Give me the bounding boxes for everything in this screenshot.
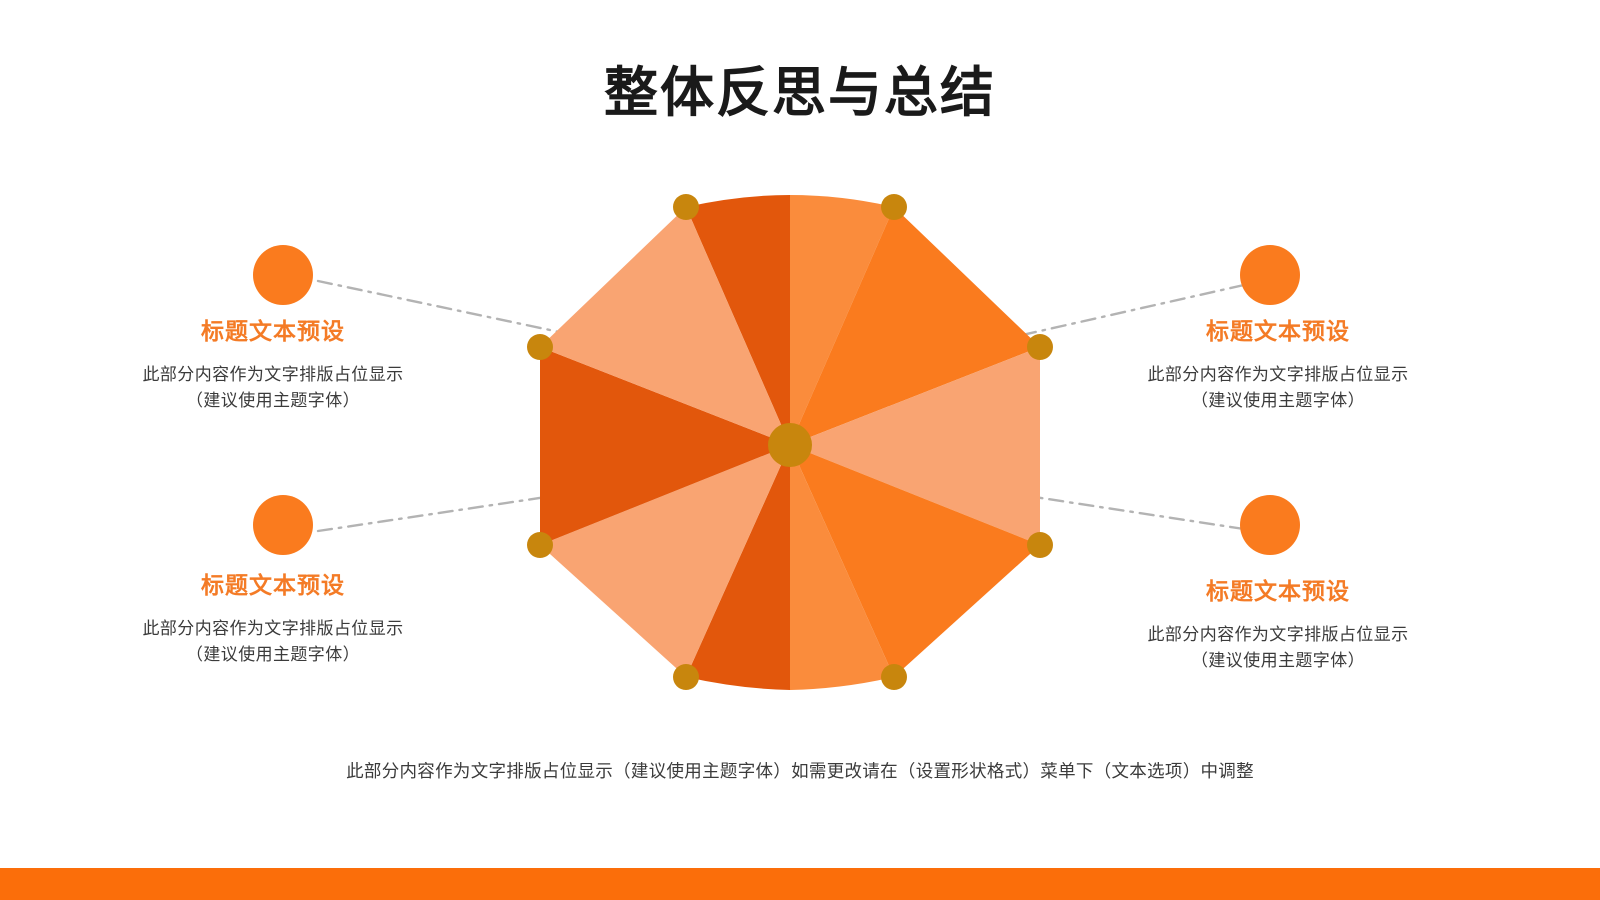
- umbrella-panel-4: [790, 347, 1040, 545]
- block-body: 此部分内容作为文字排版占位显示 （建议使用主题字体）: [1063, 622, 1493, 675]
- text-block-bottom-left: 标题文本预设 此部分内容作为文字排版占位显示 （建议使用主题字体）: [58, 572, 488, 668]
- text-block-bottom-right: 标题文本预设 此部分内容作为文字排版占位显示 （建议使用主题字体）: [1063, 578, 1493, 674]
- block-body: 此部分内容作为文字排版占位显示 （建议使用主题字体）: [58, 616, 488, 669]
- block-heading: 标题文本预设: [1206, 318, 1350, 344]
- umbrella-panels: [540, 195, 1040, 690]
- umbrella-panel-6: [790, 445, 894, 690]
- umbrella-panel-7: [686, 445, 790, 690]
- footer-accent-bar: [0, 868, 1600, 900]
- umbrella-panel-9: [540, 347, 790, 545]
- block-body-line-2: （建议使用主题字体）: [1191, 390, 1365, 410]
- block-heading: 标题文本预设: [1206, 578, 1350, 604]
- rib-tip-8: [527, 334, 553, 360]
- page-title: 整体反思与总结: [604, 63, 996, 123]
- text-block-top-right: 标题文本预设 此部分内容作为文字排版占位显示 （建议使用主题字体）: [1063, 318, 1493, 414]
- bullet-dot-bottom-right[interactable]: [1240, 495, 1300, 555]
- rib-tip-4: [1027, 532, 1053, 558]
- block-body-line-1: 此部分内容作为文字排版占位显示: [142, 364, 404, 384]
- block-body: 此部分内容作为文字排版占位显示 （建议使用主题字体）: [1063, 362, 1493, 415]
- block-body-line-1: 此部分内容作为文字排版占位显示: [1147, 624, 1409, 644]
- umbrella-center-hub: [768, 423, 812, 467]
- block-body-line-1: 此部分内容作为文字排版占位显示: [1147, 364, 1409, 384]
- block-body-line-1: 此部分内容作为文字排版占位显示: [142, 618, 404, 638]
- bullet-dot-bottom-left[interactable]: [253, 495, 313, 555]
- text-block-top-left: 标题文本预设 此部分内容作为文字排版占位显示 （建议使用主题字体）: [58, 318, 488, 414]
- rib-tip-7: [527, 532, 553, 558]
- block-heading: 标题文本预设: [201, 318, 345, 344]
- rib-tip-6: [673, 664, 699, 690]
- umbrella-panel-8: [540, 445, 790, 677]
- umbrella-panel-3: [790, 207, 1040, 445]
- umbrella-panel-10: [540, 207, 790, 445]
- bullet-dot-top-left[interactable]: [253, 245, 313, 305]
- rib-tip-3: [1027, 334, 1053, 360]
- rib-tip-2: [881, 194, 907, 220]
- rib-tip-5: [881, 664, 907, 690]
- rib-tip-1: [673, 194, 699, 220]
- block-body-line-2: （建议使用主题字体）: [186, 644, 360, 664]
- umbrella-panel-5: [790, 445, 1040, 677]
- block-body: 此部分内容作为文字排版占位显示 （建议使用主题字体）: [58, 362, 488, 415]
- block-body-line-2: （建议使用主题字体）: [186, 390, 360, 410]
- bullet-dot-top-right[interactable]: [1240, 245, 1300, 305]
- umbrella-graphic: [527, 194, 1053, 690]
- umbrella-panel-2: [790, 195, 894, 445]
- block-heading: 标题文本预设: [201, 572, 345, 598]
- umbrella-rib-tips: [527, 194, 1053, 690]
- block-body-line-2: （建议使用主题字体）: [1191, 650, 1365, 670]
- umbrella-panel-1: [686, 195, 790, 445]
- slide-caption: 此部分内容作为文字排版占位显示（建议使用主题字体）如需更改请在（设置形状格式）菜…: [346, 761, 1254, 781]
